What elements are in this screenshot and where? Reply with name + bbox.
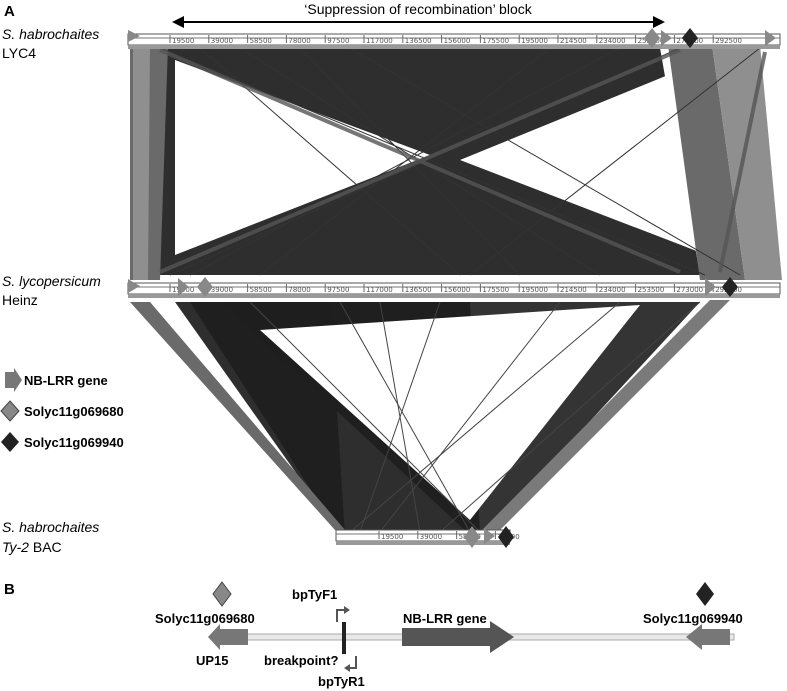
legend-nb-lrr-arrow-icon <box>5 368 22 392</box>
tick-label: 97500 <box>327 37 349 45</box>
tick-label: 97500 <box>327 286 349 294</box>
genome-lyc4-track: 19500 39000 58500 78000 97500 117000 136500 156… <box>127 28 781 49</box>
solyc11g069940-diamond-icon <box>682 28 698 48</box>
tick-label: 78000 <box>288 286 310 294</box>
solyc11g069940-diamond-icon <box>722 277 738 297</box>
breakpoint-marker <box>342 622 346 654</box>
tick-label: 195000 <box>521 37 548 45</box>
nb-lrr-arrow-icon <box>484 528 495 544</box>
primer-f-arrow-icon <box>336 609 344 622</box>
tick-label: 39000 <box>211 37 233 45</box>
tick-label: 39000 <box>211 286 233 294</box>
tick-label: 19500 <box>172 37 194 45</box>
legend-solyc11g069680-label: Solyc11g069680 <box>24 404 124 419</box>
synteny-bands <box>130 45 782 535</box>
panel-b-breakpoint-label: breakpoint? <box>264 653 338 668</box>
tick-label: 19500 <box>381 533 403 541</box>
genome-lyc4-species: S. habrochaites <box>2 26 99 42</box>
tick-label: 78000 <box>288 37 310 45</box>
up15-arrow-icon <box>208 624 248 650</box>
tick-label: 136500 <box>405 286 432 294</box>
genome-heinz-line: Heinz <box>2 292 38 308</box>
solyc11g069680-diamond-icon <box>212 581 232 607</box>
tick-label: 39000 <box>420 533 442 541</box>
genome-bac-line-suffix: BAC <box>29 539 62 555</box>
nb-lrr-arrow-icon <box>178 278 189 296</box>
nb-lrr-gene-arrow-icon <box>402 621 514 653</box>
legend-nb-lrr-label: NB-LRR gene <box>24 373 108 388</box>
legend-solyc11g069940-label: Solyc11g069940 <box>24 435 124 450</box>
genome-bac-species: S. habrochaites <box>2 519 99 535</box>
tick-label: 156000 <box>444 37 471 45</box>
nb-lrr-arrow-icon <box>661 30 672 46</box>
solyc11g069680-diamond-icon <box>464 526 480 548</box>
tick-label: 117000 <box>366 286 393 294</box>
primer-r-arrow-icon <box>350 656 357 669</box>
suppression-block-arrow <box>172 16 665 28</box>
tick-label: 175500 <box>482 37 509 45</box>
panel-a-label: A <box>4 3 15 20</box>
solyc11g069940-arrow-icon <box>686 624 730 650</box>
tick-label: 214500 <box>560 37 587 45</box>
solyc11g069680-diamond-icon <box>197 277 213 297</box>
tick-label: 214500 <box>560 286 587 294</box>
legend-solyc11g069680-diamond-icon <box>0 400 20 422</box>
tick-label: 175500 <box>482 286 509 294</box>
tick-label: 156000 <box>444 286 471 294</box>
solyc11g069940-diamond-icon <box>696 582 714 606</box>
solyc11g069680-diamond-icon <box>644 28 660 48</box>
panel-b-label: B <box>4 581 15 598</box>
solyc11g069940-diamond-icon <box>498 526 514 548</box>
tick-label: 234000 <box>599 37 626 45</box>
panel-b-right-gene-label: Solyc11g069940 <box>643 611 743 626</box>
panel-b-primer-f-label: bpTyF1 <box>292 587 337 602</box>
tick-label: 58500 <box>250 286 272 294</box>
panel-b-left-gene-label: Solyc11g069680 <box>155 611 255 626</box>
tick-label: 195000 <box>521 286 548 294</box>
panel-b-up15-label: UP15 <box>196 653 229 668</box>
tick-label: 292500 <box>715 37 742 45</box>
legend-solyc11g069940-diamond-icon <box>1 432 19 452</box>
panel-b-primer-r-label: bpTyR1 <box>318 674 365 689</box>
genome-heinz-track: 1950039000585007800097500117000136500156… <box>127 277 781 298</box>
legend: NB-LRR gene Solyc11g069680 Solyc11g06994… <box>0 368 124 452</box>
panel-b-nb-lrr-label: NB-LRR gene <box>403 611 487 626</box>
genome-heinz-ticks: 1950039000585007800097500117000136500156… <box>169 284 742 294</box>
tick-label: 58500 <box>250 37 272 45</box>
nb-lrr-arrow-icon <box>765 30 776 46</box>
panel-b-map <box>208 581 735 672</box>
tick-label: 136500 <box>405 37 432 45</box>
tick-label: 253500 <box>638 286 665 294</box>
tick-label: 234000 <box>599 286 626 294</box>
genome-lyc4-line: LYC4 <box>2 45 36 61</box>
genome-bac-line: Ty-2 BAC <box>2 539 62 555</box>
nb-lrr-arrow-icon <box>705 278 716 296</box>
genome-heinz-species: S. lycopersicum <box>2 273 101 289</box>
tick-label: 117000 <box>366 37 393 45</box>
suppression-block-label: ‘Suppression of recombination’ block <box>304 1 532 17</box>
genome-bac-line-italic: Ty-2 <box>2 539 29 555</box>
tick-label: 273000 <box>676 286 703 294</box>
